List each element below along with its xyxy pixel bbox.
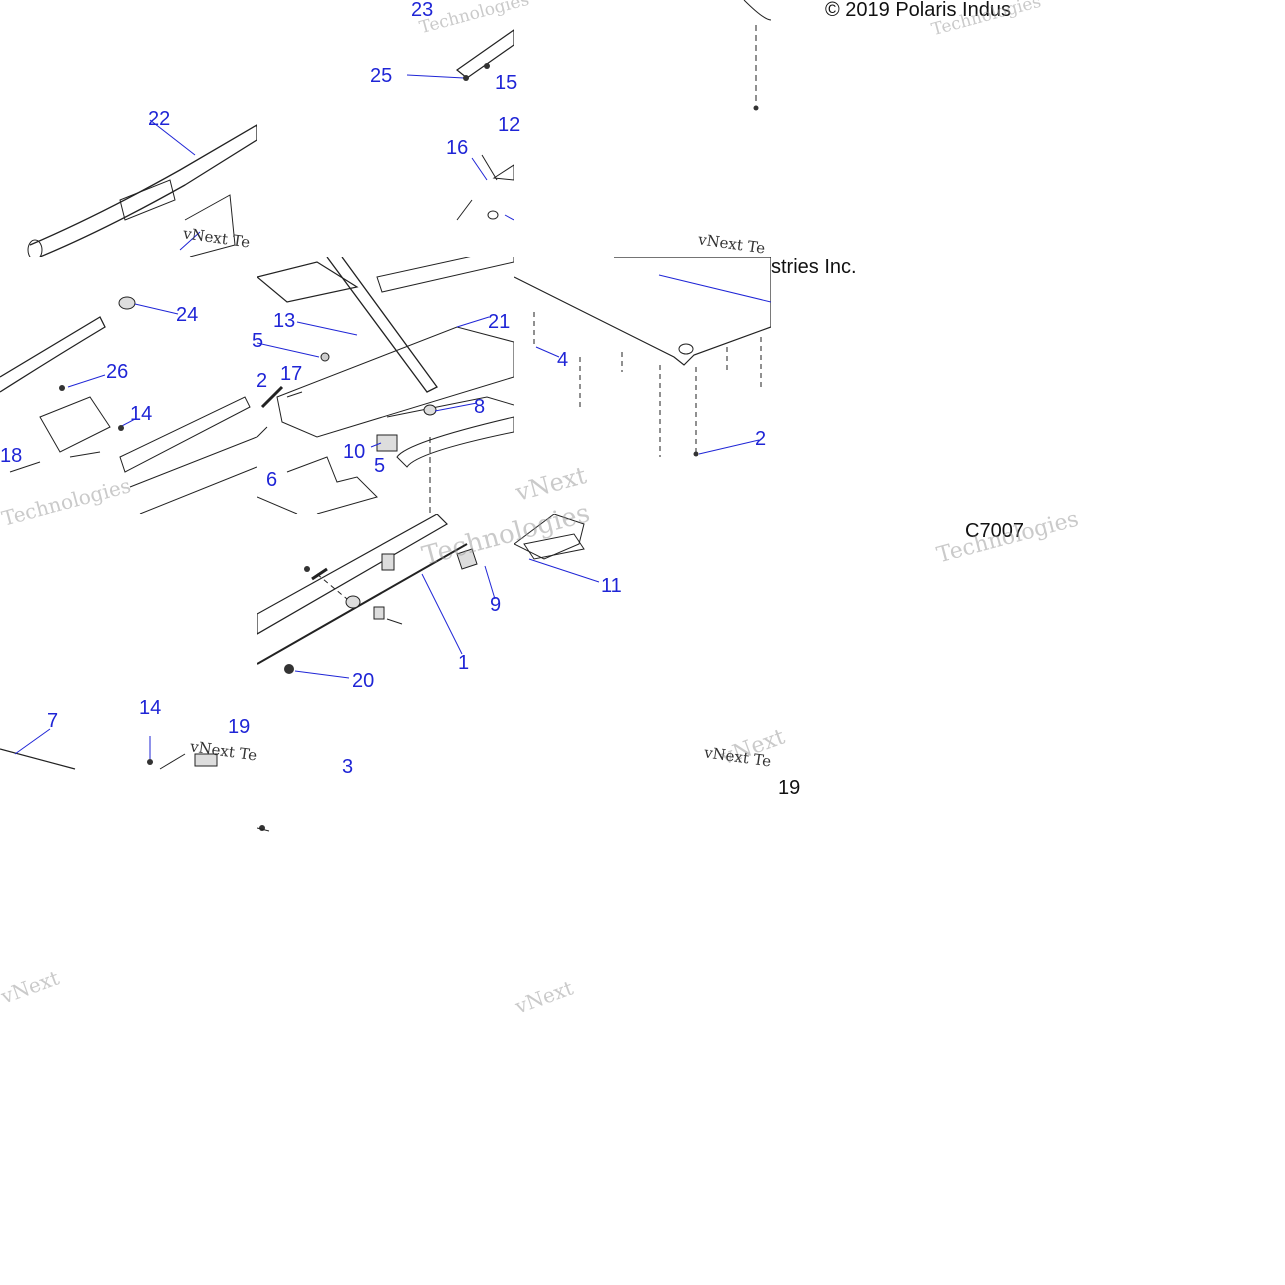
- callout-13: 13: [273, 310, 296, 332]
- callout-16: 16: [446, 137, 469, 159]
- tile-r0-c0: [0, 0, 257, 257]
- callout-1: 1: [458, 652, 470, 674]
- bottom-code: 19: [778, 777, 801, 799]
- watermark: vNext: [0, 965, 63, 1009]
- callout-3: 3: [342, 756, 354, 778]
- tile-r2-c2: [514, 514, 771, 771]
- tile-r2-c1: [257, 514, 514, 771]
- callout-8: 8: [474, 396, 486, 418]
- callout-23: 23: [411, 0, 434, 21]
- callout-7: 7: [47, 710, 59, 732]
- callout-6: 6: [266, 469, 278, 491]
- copyright-text: © 2019 Polaris Indus: [825, 0, 1011, 21]
- copyright-text-fragment: stries Inc.: [771, 256, 857, 278]
- diagram-code: C7007: [965, 520, 1024, 542]
- callout-10: 10: [343, 441, 366, 463]
- callout-26: 26: [106, 361, 129, 383]
- callout-5a: 5: [252, 330, 264, 352]
- callout-18: 18: [0, 445, 23, 467]
- tile-r3-c1: [257, 771, 514, 1028]
- callout-21: 21: [488, 311, 511, 333]
- watermark: Technologies: [934, 506, 1082, 569]
- tile-r2-c0: [0, 514, 257, 771]
- callout-15: 15: [495, 72, 518, 94]
- callout-4: 4: [557, 349, 569, 371]
- callout-14b: 14: [139, 697, 162, 719]
- callout-14a: 14: [130, 403, 153, 425]
- callout-22: 22: [148, 108, 171, 130]
- tile-r1-c2: [514, 257, 771, 514]
- watermark: vNext: [511, 975, 577, 1019]
- callout-19: 19: [228, 716, 251, 738]
- callout-2b: 2: [755, 428, 767, 450]
- callout-17: 17: [280, 363, 303, 385]
- callout-20: 20: [352, 670, 375, 692]
- tile-r1-c0: [0, 257, 257, 514]
- callout-2a: 2: [256, 370, 268, 392]
- callout-25: 25: [370, 65, 393, 87]
- callout-9: 9: [490, 594, 502, 616]
- callout-12: 12: [498, 114, 521, 136]
- callout-5b: 5: [374, 455, 386, 477]
- callout-24: 24: [176, 304, 199, 326]
- callout-11: 11: [601, 575, 622, 597]
- tile-r0-c1: [257, 0, 514, 257]
- tile-r0-c2: [514, 0, 771, 257]
- tile-r1-c1: [257, 257, 514, 514]
